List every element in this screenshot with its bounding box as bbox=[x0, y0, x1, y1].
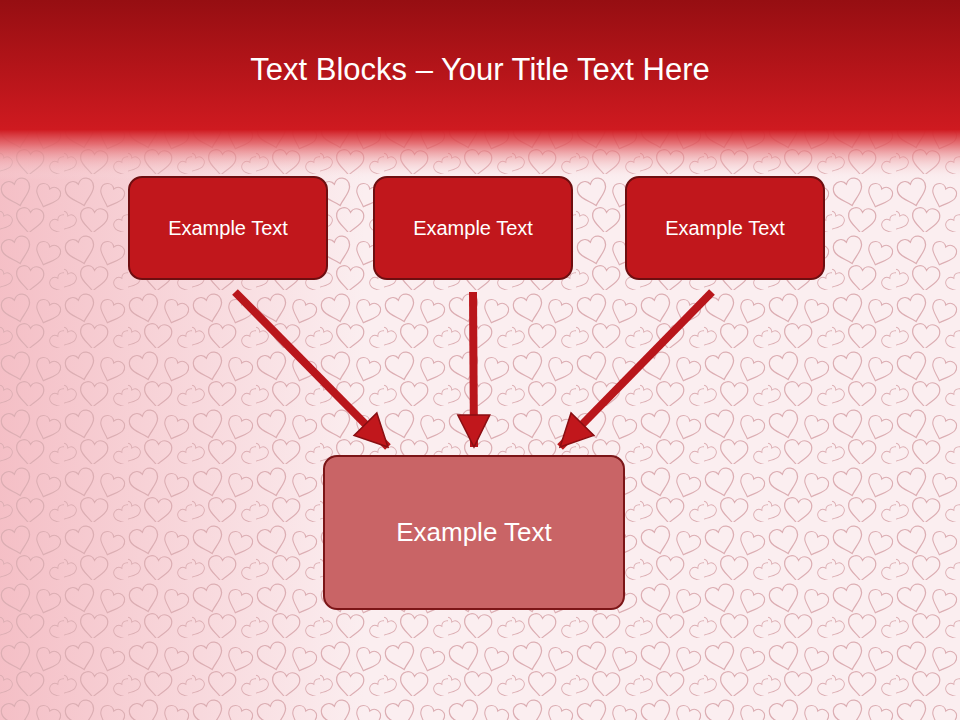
block-text: Example Text bbox=[413, 217, 533, 240]
flow-arrow bbox=[560, 292, 712, 447]
text-block: Example Text bbox=[128, 176, 328, 280]
flow-arrow bbox=[473, 292, 474, 447]
block-text: Example Text bbox=[168, 217, 288, 240]
text-block: Example Text bbox=[625, 176, 825, 280]
text-block: Example Text bbox=[323, 455, 625, 610]
text-block: Example Text bbox=[373, 176, 573, 280]
slide-title: Text Blocks – Your Title Text Here bbox=[0, 52, 960, 88]
flow-arrow bbox=[235, 292, 388, 447]
block-text: Example Text bbox=[396, 517, 552, 548]
block-text: Example Text bbox=[665, 217, 785, 240]
